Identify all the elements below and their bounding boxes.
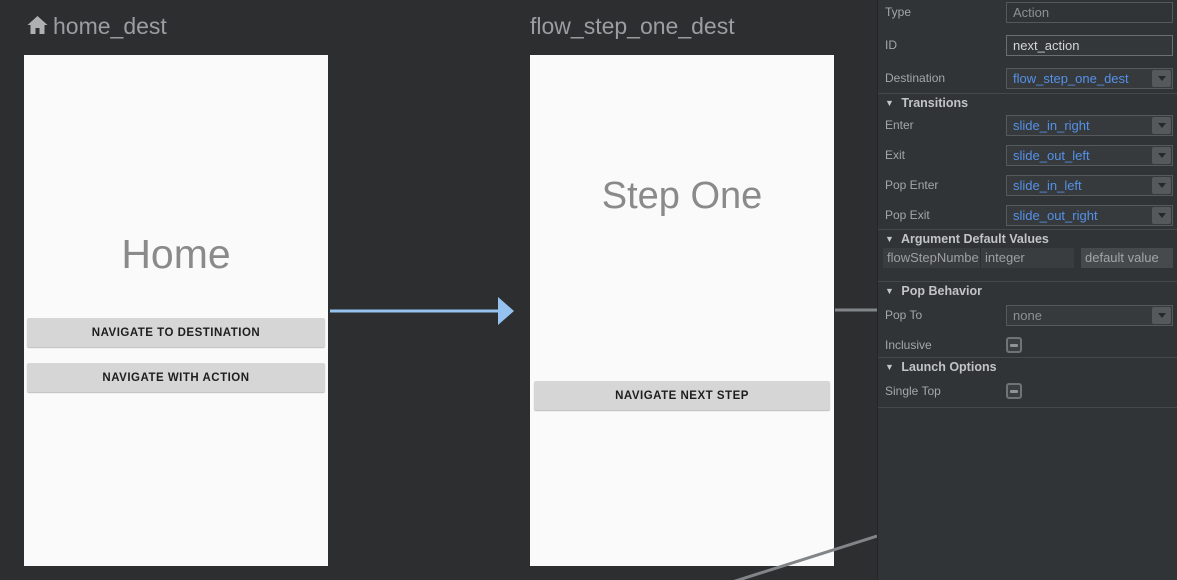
- section-header-pop-behavior[interactable]: ▼ Pop Behavior: [885, 284, 982, 298]
- pop-to-dropdown[interactable]: none: [1006, 305, 1173, 326]
- destination-title: flow_step_one_dest: [530, 12, 735, 39]
- type-label: Type: [885, 5, 912, 19]
- argument-name-cell[interactable]: flowStepNumbe: [883, 248, 981, 268]
- chevron-down-icon: [1152, 307, 1171, 324]
- indeterminate-dash-icon: [1010, 389, 1018, 393]
- pop-exit-transition-dropdown[interactable]: slide_out_right: [1006, 205, 1173, 226]
- destination-title: home_dest: [53, 12, 167, 39]
- chevron-down-icon: [1152, 177, 1171, 194]
- inclusive-label: Inclusive: [885, 338, 932, 352]
- divider: [878, 281, 1177, 282]
- dropdown-value: slide_out_right: [1013, 208, 1098, 223]
- nav-graph-canvas[interactable]: home_dest Home NAVIGATE TO DESTINATION N…: [0, 0, 877, 580]
- preview-button-navigate-next-step: NAVIGATE NEXT STEP: [534, 381, 830, 410]
- attributes-panel: Type Action ID next_action Destination f…: [877, 0, 1177, 580]
- divider: [878, 357, 1177, 358]
- chevron-down-icon: [1152, 117, 1171, 134]
- pop-enter-label: Pop Enter: [885, 178, 939, 192]
- pop-enter-transition-dropdown[interactable]: slide_in_left: [1006, 175, 1173, 196]
- id-label: ID: [885, 38, 897, 52]
- enter-transition-dropdown[interactable]: slide_in_right: [1006, 115, 1173, 136]
- destination-preview-flow-step-one[interactable]: Step One NAVIGATE NEXT STEP: [530, 55, 834, 566]
- inclusive-checkbox[interactable]: [1006, 337, 1022, 353]
- dropdown-value: flow_step_one_dest: [1013, 71, 1129, 86]
- preview-screen-title: Step One: [601, 175, 763, 217]
- dropdown-value: none: [1013, 308, 1042, 323]
- section-header-launch-options[interactable]: ▼ Launch Options: [885, 360, 997, 374]
- id-value: next_action: [1013, 38, 1080, 53]
- single-top-checkbox[interactable]: [1006, 383, 1022, 399]
- chevron-down-icon: [1152, 147, 1171, 164]
- section-title: Argument Default Values: [900, 232, 1049, 246]
- type-value: Action: [1013, 5, 1050, 20]
- chevron-down-icon: [1152, 207, 1171, 224]
- section-title: Pop Behavior: [901, 284, 982, 298]
- home-icon: [27, 16, 48, 34]
- dropdown-value: slide_in_left: [1013, 178, 1082, 193]
- dropdown-value: slide_in_right: [1013, 118, 1090, 133]
- dropdown-value: slide_out_left: [1013, 148, 1090, 163]
- divider: [878, 93, 1177, 94]
- divider: [878, 229, 1177, 230]
- id-input[interactable]: next_action: [1006, 35, 1173, 56]
- preview-button-navigate-with-action: NAVIGATE WITH ACTION: [27, 363, 325, 392]
- indeterminate-dash-icon: [1010, 343, 1018, 347]
- exit-label: Exit: [885, 148, 906, 162]
- preview-button-navigate-to-destination: NAVIGATE TO DESTINATION: [27, 318, 325, 347]
- destination-preview-home[interactable]: Home NAVIGATE TO DESTINATION NAVIGATE WI…: [24, 55, 328, 566]
- section-header-argument-defaults[interactable]: ▼ Argument Default Values: [885, 232, 1049, 246]
- pop-to-label: Pop To: [885, 308, 923, 322]
- exit-transition-dropdown[interactable]: slide_out_left: [1006, 145, 1173, 166]
- collapse-triangle-icon: ▼: [885, 234, 894, 244]
- section-title: Launch Options: [901, 360, 997, 374]
- pop-exit-label: Pop Exit: [885, 208, 930, 222]
- section-title: Transitions: [901, 96, 969, 110]
- argument-default-value-input[interactable]: default value: [1081, 248, 1173, 268]
- enter-label: Enter: [885, 118, 914, 132]
- chevron-down-icon: [1152, 70, 1171, 87]
- section-header-transitions[interactable]: ▼ Transitions: [885, 96, 968, 110]
- argument-type-cell[interactable]: integer: [981, 248, 1074, 268]
- destination-header-home[interactable]: home_dest: [25, 11, 167, 41]
- destination-label: Destination: [885, 71, 946, 85]
- action-arrow-home-to-step-one[interactable]: [330, 297, 514, 325]
- collapse-triangle-icon: ▼: [885, 286, 894, 296]
- divider: [878, 407, 1177, 408]
- collapse-triangle-icon: ▼: [885, 98, 894, 108]
- single-top-label: Single Top: [885, 384, 941, 398]
- type-field[interactable]: Action: [1006, 2, 1173, 23]
- preview-screen-title: Home: [121, 231, 231, 277]
- collapse-triangle-icon: ▼: [885, 362, 894, 372]
- destination-header-flow-step-one[interactable]: flow_step_one_dest: [530, 11, 735, 41]
- destination-dropdown[interactable]: flow_step_one_dest: [1006, 68, 1173, 89]
